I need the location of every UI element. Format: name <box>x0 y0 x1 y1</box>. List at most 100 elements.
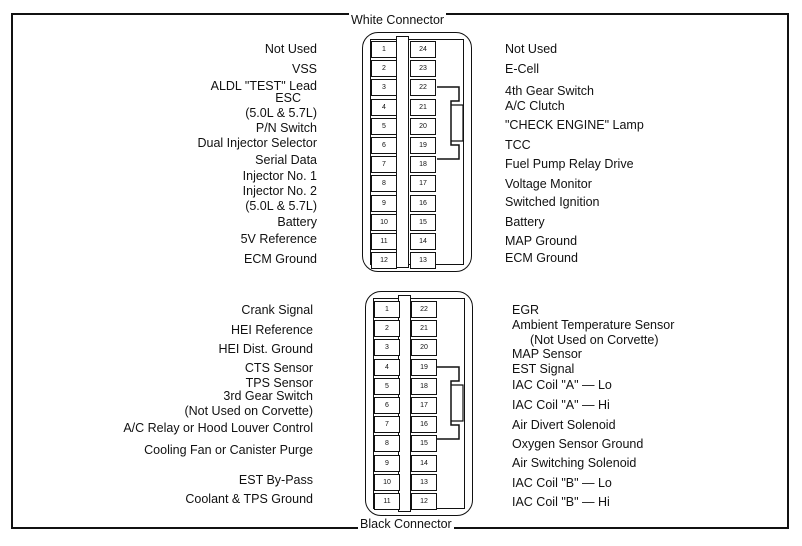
black-right-label-7: IAC Coil "A" — Hi <box>512 398 610 412</box>
black-right-label-4: MAP Sensor <box>512 347 582 361</box>
white-pin-20: 20 <box>410 117 436 135</box>
black-pin-7: 7 <box>374 416 400 434</box>
black-right-label-12: IAC Coil "B" — Hi <box>512 495 610 509</box>
white-pin-1: 1 <box>371 41 397 58</box>
white-left-label-10: Injector No. 2 <box>242 184 317 198</box>
white-connector-key-bar <box>396 36 409 268</box>
black-left-label-3: HEI Dist. Ground <box>218 342 313 356</box>
black-pin-6: 6 <box>374 397 400 414</box>
white-pin-12: 12 <box>371 252 397 270</box>
white-pin-2: 2 <box>371 60 397 78</box>
black-right-label-6: IAC Coil "A" — Lo <box>512 378 612 392</box>
white-left-label-7: Dual Injector Selector <box>197 136 317 150</box>
black-pin-4: 4 <box>374 358 400 376</box>
white-right-label-6: TCC <box>505 138 531 152</box>
black-left-label-9: Cooling Fan or Canister Purge <box>144 443 313 457</box>
black-right-label-9: Oxygen Sensor Ground <box>512 437 644 451</box>
white-left-label-2: VSS <box>291 62 317 76</box>
white-right-label-8: Voltage Monitor <box>505 177 592 191</box>
black-pin-22: 22 <box>411 301 437 318</box>
white-right-label-5: "CHECK ENGINE" Lamp <box>505 118 644 132</box>
black-right-label-8: Air Divert Solenoid <box>512 418 616 432</box>
black-connector-caption: Black Connector <box>358 517 454 531</box>
white-pin-4: 4 <box>371 98 397 116</box>
white-right-label-7: Fuel Pump Relay Drive <box>505 157 634 171</box>
black-pin-3: 3 <box>374 339 400 357</box>
white-left-label-8: Serial Data <box>255 153 317 167</box>
white-pin-23: 23 <box>410 60 436 78</box>
black-left-label-6: 3rd Gear Switch <box>223 389 313 403</box>
black-right-label-5: EST Signal <box>512 362 575 376</box>
black-left-label-11: Coolant & TPS Ground <box>185 492 313 506</box>
white-left-label-3: ALDL "TEST" Lead <box>210 79 317 93</box>
white-pin-13: 13 <box>410 252 436 270</box>
white-left-label-12: Battery <box>277 215 317 229</box>
white-left-label-11: (5.0L & 5.7L) <box>245 199 317 213</box>
black-pin-10: 10 <box>374 473 400 491</box>
black-left-label-1: Crank Signal <box>241 303 313 317</box>
white-right-label-12: ECM Ground <box>505 251 578 265</box>
black-pin-14: 14 <box>411 454 437 472</box>
black-pin-12: 12 <box>411 493 437 510</box>
white-pin-9: 9 <box>371 194 397 212</box>
white-pin-19: 19 <box>410 137 436 154</box>
white-pin-16: 16 <box>410 194 436 212</box>
black-left-label-4: CTS Sensor <box>244 361 313 375</box>
white-right-label-9: Switched Ignition <box>505 195 600 209</box>
white-pin-17: 17 <box>410 175 436 193</box>
black-pin-9: 9 <box>374 454 400 472</box>
black-pin-18: 18 <box>411 377 437 395</box>
black-left-label-2: HEI Reference <box>231 323 313 337</box>
white-right-label-11: MAP Ground <box>505 234 578 248</box>
black-left-label-10: EST By-Pass <box>238 473 313 487</box>
black-right-label-11: IAC Coil "B" — Lo <box>512 476 612 490</box>
black-left-label-5: TPS Sensor <box>245 376 313 390</box>
black-pin-15: 15 <box>411 435 437 453</box>
black-pin-16: 16 <box>411 416 437 434</box>
black-pin-21: 21 <box>411 320 437 338</box>
black-left-label-8: A/C Relay or Hood Louver Control <box>123 421 313 435</box>
white-pin-7: 7 <box>371 156 397 174</box>
white-left-label-4: ESC <box>275 91 301 105</box>
white-pin-18: 18 <box>410 156 436 174</box>
black-right-label-10: Air Switching Solenoid <box>512 456 637 470</box>
black-right-label-2: Ambient Temperature Sensor <box>512 318 675 332</box>
white-pin-10: 10 <box>371 213 397 231</box>
white-pin-3: 3 <box>371 79 397 97</box>
black-pin-2: 2 <box>374 320 400 338</box>
white-pin-21: 21 <box>410 98 436 116</box>
white-right-label-3: 4th Gear Switch <box>505 84 594 98</box>
white-pin-22: 22 <box>410 79 436 97</box>
white-left-label-13: 5V Reference <box>240 232 317 246</box>
white-left-label-14: ECM Ground <box>244 252 317 266</box>
black-connector-latch <box>437 366 464 440</box>
white-right-label-2: E-Cell <box>505 62 540 76</box>
white-right-label-10: Battery <box>505 215 545 229</box>
white-pin-5: 5 <box>371 117 397 135</box>
black-pin-11: 11 <box>374 493 400 510</box>
white-left-label-6: P/N Switch <box>255 121 317 135</box>
black-pin-1: 1 <box>374 301 400 318</box>
white-pin-8: 8 <box>371 175 397 193</box>
black-pin-17: 17 <box>411 397 437 414</box>
white-left-label-1: Not Used <box>264 42 317 56</box>
black-pin-8: 8 <box>374 435 400 453</box>
white-right-label-1: Not Used <box>505 42 558 56</box>
black-right-label-3: (Not Used on Corvette) <box>530 333 659 347</box>
white-connector-latch <box>437 86 464 160</box>
white-pin-15: 15 <box>410 213 436 231</box>
black-pin-20: 20 <box>411 339 437 357</box>
black-pin-5: 5 <box>374 377 400 395</box>
black-right-label-1: EGR <box>512 303 540 317</box>
white-left-label-5: (5.0L & 5.7L) <box>245 106 317 120</box>
white-pin-11: 11 <box>371 233 397 250</box>
white-left-label-9: Injector No. 1 <box>242 169 317 183</box>
white-connector-caption: White Connector <box>349 13 447 27</box>
white-pin-6: 6 <box>371 137 397 154</box>
white-pin-14: 14 <box>410 233 436 250</box>
white-right-label-4: A/C Clutch <box>505 99 565 113</box>
black-pin-19: 19 <box>411 358 437 376</box>
black-left-label-7: (Not Used on Corvette) <box>184 404 313 418</box>
white-pin-24: 24 <box>410 41 436 58</box>
black-pin-13: 13 <box>411 473 437 491</box>
